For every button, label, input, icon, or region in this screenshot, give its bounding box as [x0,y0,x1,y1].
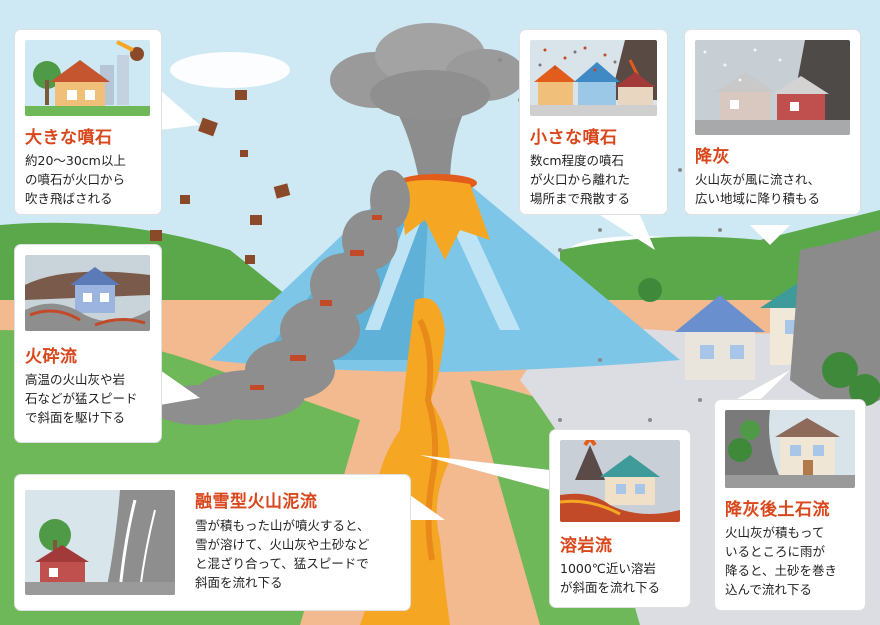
callout-title: 小さな噴石 [530,128,618,148]
lava-house-icon [560,440,680,522]
description-line: と混ざり合って、猛スピードで [195,556,369,571]
ash-covered-houses-icon [695,40,850,135]
callout-description: 雪が積もった山が噴火すると、 雪が溶けて、火山灰や土砂など と混ざり合って、猛ス… [195,516,370,592]
lava-top [400,180,490,260]
description-line: 吹き飛ばされる [25,191,113,206]
description-line: 雪が積もった山が噴火すると、 [195,518,370,533]
description-line: の噴石が火口から [25,172,126,187]
snow-streaks [365,200,520,330]
description-line: 場所まで飛散する [530,191,631,206]
callout-lahar: 融雪型火山泥流 雪が積もった山が噴火すると、 雪が溶けて、火山灰や土砂など と混… [15,475,410,610]
description-line: 雪が溶けて、火山灰や土砂など [195,537,370,552]
scattered-stones-houses-icon [530,40,657,116]
callout-description: 高温の火山灰や岩 石などが猛スピード で斜面を駆け下る [25,370,138,427]
mudflow-house-icon [25,490,175,595]
description-line: 斜面を流れ下る [195,575,283,590]
description-line: 降ると、土砂を巻き [725,563,838,578]
callout-title: 溶岩流 [560,536,613,556]
callout-description: 数cm程度の噴石 が火口から離れた 場所まで飛散する [530,151,630,208]
callout-post-ash-debris-flow: 降灰後土石流 火山灰が積もって いるところに雨が 降ると、土砂を巻き 込んで流れ… [715,400,865,610]
description-line: が斜面を流れ下る [560,580,661,595]
pyroclastic-house-icon [25,255,150,331]
debris-flow-house-icon [725,410,855,488]
description-line: が火口から離れた [530,172,631,187]
callout-description: 1000℃近い溶岩 が斜面を流れ下る [560,559,660,597]
description-line: 石などが猛スピード [25,391,138,406]
pyroclastic-embers [250,215,382,390]
description-line: で斜面を駆け下る [25,410,126,425]
right-trees [638,278,880,406]
callout-title: 大きな噴石 [25,128,113,148]
callout-title: 融雪型火山泥流 [195,492,318,512]
callout-ashfall: 降灰 火山灰が風に流され、 広い地域に降り積もる [685,30,860,214]
description-line: 火山灰が積もって [725,525,825,540]
flying-rocks [150,90,291,264]
debris-slope [790,230,880,407]
description-line: 高温の火山灰や岩 [25,372,126,387]
callout-title: 火砕流 [25,347,78,367]
callout-description: 火山灰が風に流され、 広い地域に降り積もる [695,170,820,208]
meteor-house-icon [25,40,150,116]
description-line: 広い地域に降り積もる [695,191,821,206]
callout-pyroclastic-flow: 火砕流 高温の火山灰や岩 石などが猛スピード で斜面を駆け下る [15,245,161,442]
callout-large-rocks: 大きな噴石 約20～30cm以上 の噴石が火口から 吹き飛ばされる [15,30,161,214]
description-line: 数cm程度の噴石 [530,153,625,168]
callout-pointers [160,90,790,520]
callout-title: 降灰後土石流 [725,500,830,520]
eruption-plume [330,23,525,185]
description-line: 火山灰が風に流され、 [695,172,821,187]
description-line: 約20～30cm以上 [25,153,126,168]
callout-description: 約20～30cm以上 の噴石が火口から 吹き飛ばされる [25,151,126,208]
callout-title: 降灰 [695,147,730,167]
description-line: 1000℃近い溶岩 [560,561,656,576]
description-line: 込んで流れ下る [725,582,812,597]
callout-lava-flow: 溶岩流 1000℃近い溶岩 が斜面を流れ下る [550,430,690,607]
callout-small-rocks: 小さな噴石 数cm程度の噴石 が火口から離れた 場所まで飛散する [520,30,667,214]
description-line: いるところに雨が [725,544,826,559]
callout-description: 火山灰が積もって いるところに雨が 降ると、土砂を巻き 込んで流れ下る [725,523,837,599]
